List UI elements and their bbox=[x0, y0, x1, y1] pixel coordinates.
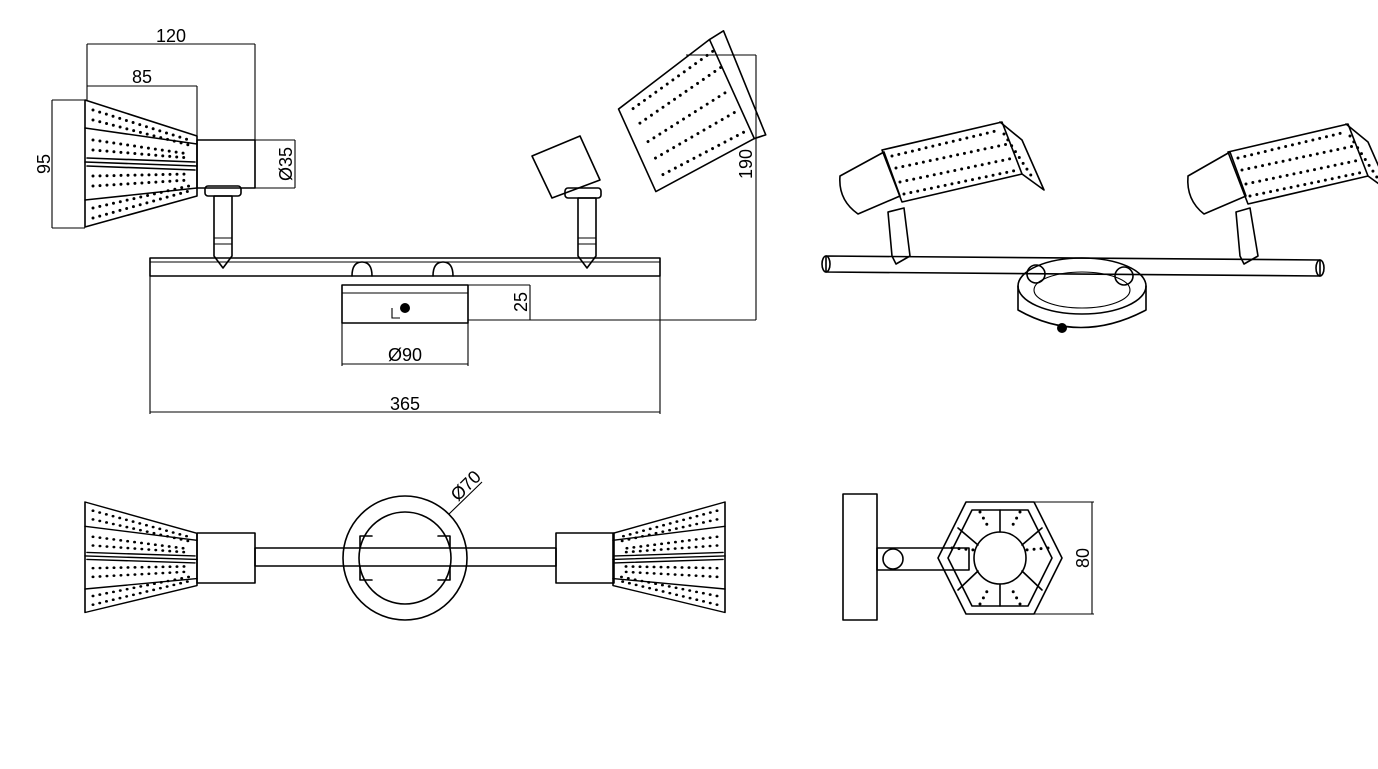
perspective-view bbox=[821, 120, 1378, 333]
top-left-socket bbox=[196, 532, 256, 584]
dim-total-height: 190 bbox=[736, 149, 756, 179]
front-base-screw bbox=[400, 303, 410, 313]
persp-left-shade bbox=[880, 120, 1046, 204]
persp-left-socket bbox=[839, 151, 901, 215]
top-left-shade bbox=[83, 500, 199, 614]
persp-base bbox=[1017, 285, 1147, 329]
persp-left-stem bbox=[887, 207, 911, 265]
dim-shade-width: 80 bbox=[1073, 548, 1093, 568]
front-bar bbox=[149, 257, 661, 277]
side-view: 80 bbox=[842, 493, 1094, 621]
side-backplate bbox=[842, 493, 878, 621]
top-right-socket bbox=[555, 532, 615, 584]
dim-total-width: 365 bbox=[390, 394, 420, 414]
dim-base-height: 25 bbox=[511, 292, 531, 312]
persp-right-socket bbox=[1187, 151, 1247, 215]
front-base bbox=[341, 284, 469, 324]
front-view bbox=[83, 30, 767, 324]
dim-total-depth: 120 bbox=[156, 26, 186, 46]
top-right-shade bbox=[611, 500, 727, 614]
front-left-socket bbox=[196, 139, 256, 189]
top-canopy-outer bbox=[342, 495, 468, 621]
dim-shade-length: 85 bbox=[132, 67, 152, 87]
side-shade-face bbox=[937, 501, 1063, 615]
persp-right-stem bbox=[1235, 207, 1259, 265]
top-canopy-inner bbox=[358, 511, 452, 605]
front-left-shade bbox=[83, 98, 199, 229]
dim-canopy-diameter: Ø70 bbox=[447, 467, 485, 505]
top-view: Ø70 bbox=[83, 467, 727, 621]
persp-right-shade bbox=[1226, 122, 1378, 206]
dim-arm-diameter: Ø35 bbox=[276, 147, 296, 181]
dim-base-diameter: Ø90 bbox=[388, 345, 422, 365]
front-right-shade bbox=[617, 30, 767, 193]
side-arm bbox=[876, 547, 970, 571]
dim-shade-height: 95 bbox=[34, 154, 54, 174]
front-dimensions: 120 85 95 Ø35 190 25 Ø90 365 bbox=[34, 26, 757, 414]
front-right-socket bbox=[531, 135, 601, 199]
front-right-joint bbox=[564, 187, 602, 199]
top-bar bbox=[254, 547, 557, 567]
